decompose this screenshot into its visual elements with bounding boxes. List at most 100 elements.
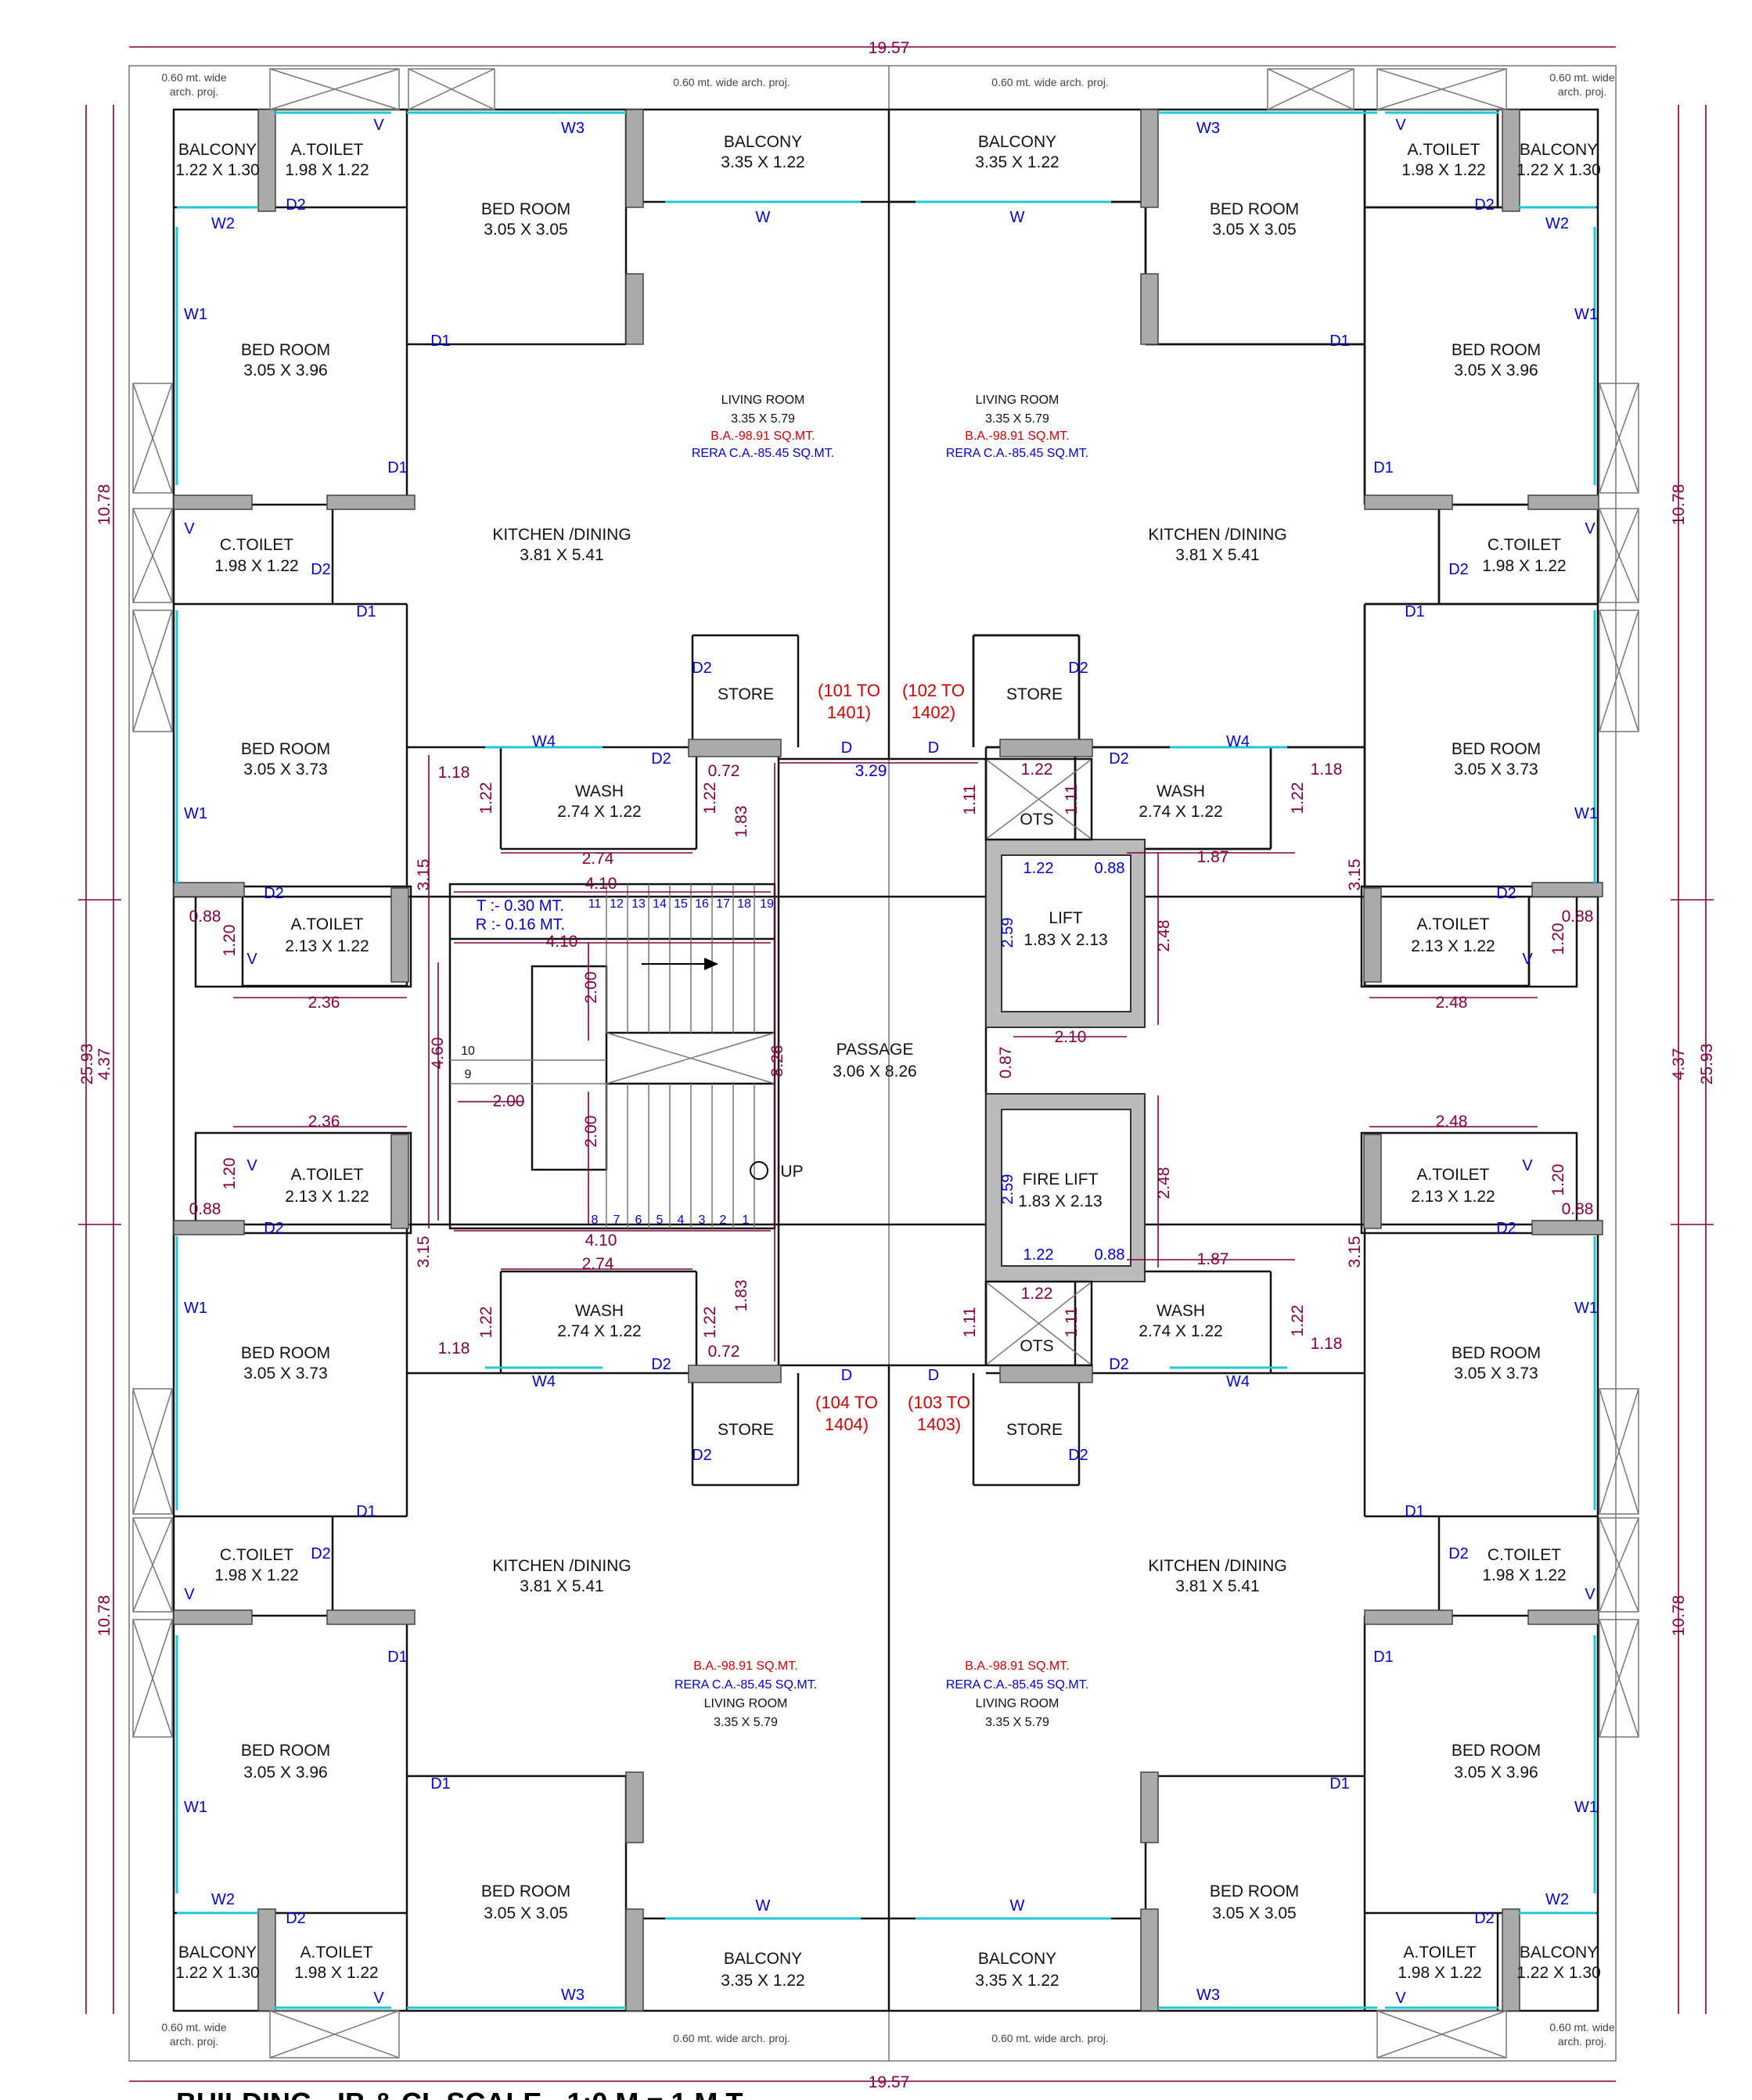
tr-bed373-name: BED ROOM [1452, 740, 1541, 758]
br-store-name: STORE [1006, 1421, 1063, 1439]
op-tr-d2: D2 [1474, 196, 1495, 214]
step-16: 16 [695, 897, 709, 911]
bl-atoilet-name: A.TOILET [300, 1944, 373, 1962]
op-tr-d2b: D2 [1448, 561, 1469, 578]
tr-balcony-small-size: 1.22 X 1.30 [1516, 161, 1600, 179]
br-balcony-small-name: BALCONY [1520, 1944, 1598, 1962]
arch-corner-tl-1: 0.60 mt. wide [161, 71, 226, 84]
bl-balcony-large-size: 3.35 X 1.22 [721, 1972, 804, 1990]
text-labels: 19.57 19.57 25.93 25.93 10.78 10.78 10.7… [78, 39, 1716, 2100]
tr-bed305-name: BED ROOM [1210, 200, 1299, 218]
step-9: 9 [465, 1068, 472, 1081]
tl-bed396-name: BED ROOM [241, 341, 330, 359]
br-balcony-small-size: 1.22 X 1.30 [1516, 1964, 1600, 1982]
op-br-w1b: W1 [1574, 1300, 1598, 1317]
dim-height-right: 25.93 [1698, 1044, 1716, 1085]
dim-200-b: 2.00 [582, 1116, 600, 1148]
op-tl-d2e: D2 [264, 885, 284, 902]
tr-bed396-size: 3.05 X 3.96 [1454, 361, 1538, 379]
arch-proj-bottom-left: 0.60 mt. wide arch. proj. [673, 2032, 790, 2044]
tl-ctoilet-name: C.TOILET [220, 536, 293, 554]
arch-corner-tr-2: arch. proj. [1558, 85, 1606, 98]
op-bl-v: V [373, 1990, 384, 2007]
dim-bl-120: 1.20 [221, 1158, 239, 1190]
step-11: 11 [588, 897, 602, 911]
step-4: 4 [678, 1214, 685, 1227]
dim-bl-122a: 1.22 [477, 1307, 495, 1339]
op-br-d: D [928, 1367, 939, 1384]
step-18: 18 [737, 897, 751, 911]
op-tr-d1a: D1 [1329, 333, 1350, 350]
br-living-size: 3.35 X 5.79 [985, 1716, 1049, 1729]
tr-wash-size: 2.74 X 1.22 [1139, 803, 1222, 821]
bl-flat-no-1: (104 TO [815, 1393, 878, 1412]
arch-corner-tr-1: 0.60 mt. wide [1549, 71, 1614, 84]
op-bl-d: D [841, 1367, 852, 1384]
tl-balcony-large-size: 3.35 X 1.22 [721, 153, 804, 171]
bl-flat-no-2: 1404) [825, 1415, 869, 1434]
dim-tl-072: 0.72 [708, 762, 740, 780]
dim-wing-tr: 10.78 [1670, 484, 1688, 526]
bl-balcony-small-size: 1.22 X 1.30 [175, 1964, 259, 1982]
tl-bed305-size: 3.05 X 3.05 [484, 221, 567, 239]
op-tr-w1a: W1 [1574, 306, 1598, 323]
br-atoilet-name: A.TOILET [1404, 1944, 1477, 1962]
step-3: 3 [699, 1214, 706, 1227]
bl-bed396-name: BED ROOM [241, 1742, 330, 1760]
bl-store-name: STORE [718, 1421, 774, 1439]
arch-projection-boxes [132, 68, 1639, 2059]
dim-br-118: 1.18 [1311, 1335, 1343, 1353]
dim-tr-122b: 1.22 [1289, 782, 1307, 814]
op-tl-d2b: D2 [311, 561, 331, 578]
tl-bed305-name: BED ROOM [481, 200, 570, 218]
dim-tr-088: 0.88 [1562, 908, 1594, 926]
bl-kitchen-name: KITCHEN /DINING [492, 1557, 631, 1575]
tl-balcony-small-size: 1.22 X 1.30 [175, 161, 259, 179]
dim-br-122a: 1.22 [1021, 1285, 1053, 1303]
bl-ctoilet-name: C.TOILET [220, 1546, 293, 1564]
op-tl-w1a: W1 [184, 306, 207, 323]
dim-lift-259: 2.59 [999, 918, 1016, 948]
dim-tl-120: 1.20 [221, 925, 239, 957]
step-8: 8 [592, 1214, 599, 1227]
op-tr-w1b: W1 [1574, 805, 1598, 822]
tl-wash-name: WASH [575, 782, 624, 800]
step-1: 1 [743, 1214, 750, 1227]
br-ba: B.A.-98.91 SQ.MT. [965, 1660, 1069, 1673]
tr-flat-no-1: (102 TO [902, 681, 965, 700]
op-bl-w: W [756, 1897, 771, 1915]
bl-atoilet-mid-size: 2.13 X 1.22 [285, 1188, 369, 1206]
op-tr-d: D [928, 739, 939, 757]
dim-tl-315: 3.15 [415, 859, 433, 891]
op-tl-d2d: D2 [651, 750, 671, 768]
outer-walls [128, 65, 1617, 2062]
br-ctoilet-name: C.TOILET [1488, 1546, 1561, 1564]
bl-living-name: LIVING ROOM [704, 1697, 788, 1710]
tl-wash-size: 2.74 X 1.22 [557, 803, 641, 821]
dim-bl-072: 0.72 [708, 1343, 740, 1361]
tl-kitchen-name: KITCHEN /DINING [492, 526, 631, 544]
bl-atoilet-size: 1.98 X 1.22 [294, 1964, 378, 1982]
op-bl-w1a: W1 [184, 1799, 207, 1816]
bl-bed373-name: BED ROOM [241, 1344, 330, 1362]
op-tr-w4: W4 [1226, 733, 1250, 750]
br-wash-size: 2.74 X 1.22 [1139, 1322, 1222, 1340]
tr-kitchen-name: KITCHEN /DINING [1148, 526, 1286, 544]
arch-proj-top-right: 0.60 mt. wide arch. proj. [991, 76, 1108, 88]
step-2: 2 [720, 1214, 727, 1227]
tr-living-size: 3.35 X 5.79 [985, 412, 1049, 426]
op-bl-d1a: D1 [430, 1775, 451, 1793]
tr-balcony-small-name: BALCONY [1520, 141, 1598, 159]
step-7: 7 [613, 1214, 621, 1227]
stair-riser: R :- 0.16 MT. [476, 916, 565, 933]
op-tr-d1b: D1 [1373, 459, 1394, 476]
tl-living-name: LIVING ROOM [721, 394, 805, 407]
dim-lift-248: 2.48 [1155, 920, 1173, 952]
op-tr-d2c: D2 [1068, 660, 1088, 677]
bl-wash-name: WASH [575, 1302, 624, 1320]
op-br-v3: V [1522, 1157, 1533, 1174]
br-bed396-name: BED ROOM [1452, 1742, 1541, 1760]
tr-atoilet-size: 1.98 X 1.22 [1401, 161, 1485, 179]
dim-tr-122a: 1.22 [1021, 761, 1053, 779]
staircase [448, 883, 776, 1230]
